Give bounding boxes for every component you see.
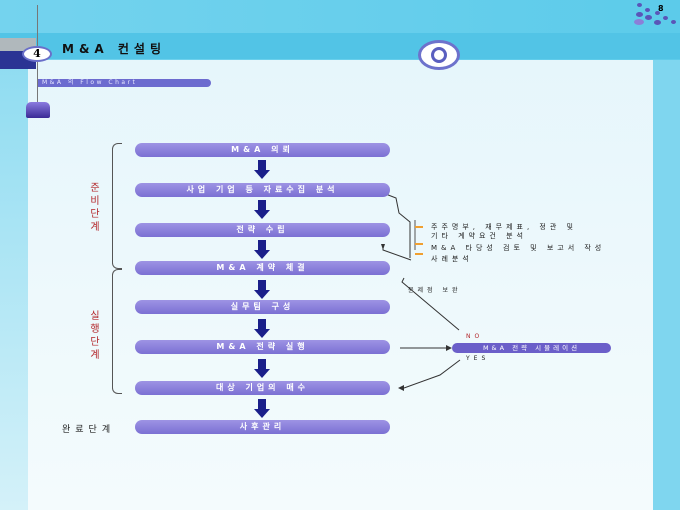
down-arrow-icon bbox=[254, 359, 270, 379]
step-data-collection[interactable]: 사업 기업 등 자료수집 분석 bbox=[135, 183, 390, 197]
down-arrow-icon bbox=[254, 240, 270, 260]
left-sidebar bbox=[0, 60, 28, 510]
down-arrow-icon bbox=[254, 399, 270, 419]
feedback-label: 문제점 보완 bbox=[408, 287, 462, 294]
step-request[interactable]: M&A 의뢰 bbox=[135, 143, 390, 157]
down-arrow-icon bbox=[254, 200, 270, 220]
prep-brace bbox=[112, 143, 122, 269]
bag-icon bbox=[26, 102, 50, 118]
step-contract[interactable]: M&A 계약 체결 bbox=[135, 261, 390, 275]
exec-brace bbox=[112, 269, 122, 394]
note-line-1: 주주명부, 재무제표, 정관 및 bbox=[431, 223, 577, 231]
page-title: M&A 컨설팅 bbox=[62, 42, 166, 56]
bullet-marker bbox=[415, 243, 423, 245]
note-line-2: 기타 계약요건 분석 bbox=[431, 232, 527, 240]
bullet-marker bbox=[415, 253, 423, 255]
no-label: NO bbox=[466, 333, 484, 340]
down-arrow-icon bbox=[254, 280, 270, 300]
note-line-4: 사례분석 bbox=[431, 255, 473, 263]
stage-exec-label: 실행단계 bbox=[90, 311, 100, 361]
down-arrow-icon bbox=[254, 319, 270, 339]
simulation-bar[interactable]: M&A 전략 시뮬레이션 bbox=[452, 343, 611, 353]
stage-done-label: 완료단계 bbox=[62, 425, 116, 435]
note-line-3: M&A 타당성 검토 및 보고서 작성 bbox=[431, 244, 606, 252]
company-logo bbox=[418, 40, 460, 70]
page-number: 8 bbox=[658, 4, 664, 13]
title-band bbox=[0, 33, 680, 59]
yes-label: YES bbox=[466, 355, 490, 362]
step-aftercare[interactable]: 사후관리 bbox=[135, 420, 390, 434]
subtitle-bar: M&A 의 Flow Chart bbox=[38, 79, 211, 87]
step-strategy[interactable]: 전략 수립 bbox=[135, 223, 390, 237]
step-team[interactable]: 실무팀 구성 bbox=[135, 300, 390, 314]
down-arrow-icon bbox=[254, 160, 270, 180]
right-sidebar bbox=[653, 60, 680, 510]
step-acquisition[interactable]: 대상 기업의 매수 bbox=[135, 381, 390, 395]
bullet-marker bbox=[415, 226, 423, 228]
step-execution[interactable]: M&A 전략 실행 bbox=[135, 340, 390, 354]
stage-prep-label: 준비단계 bbox=[90, 183, 100, 233]
section-number: 4 bbox=[22, 46, 52, 62]
